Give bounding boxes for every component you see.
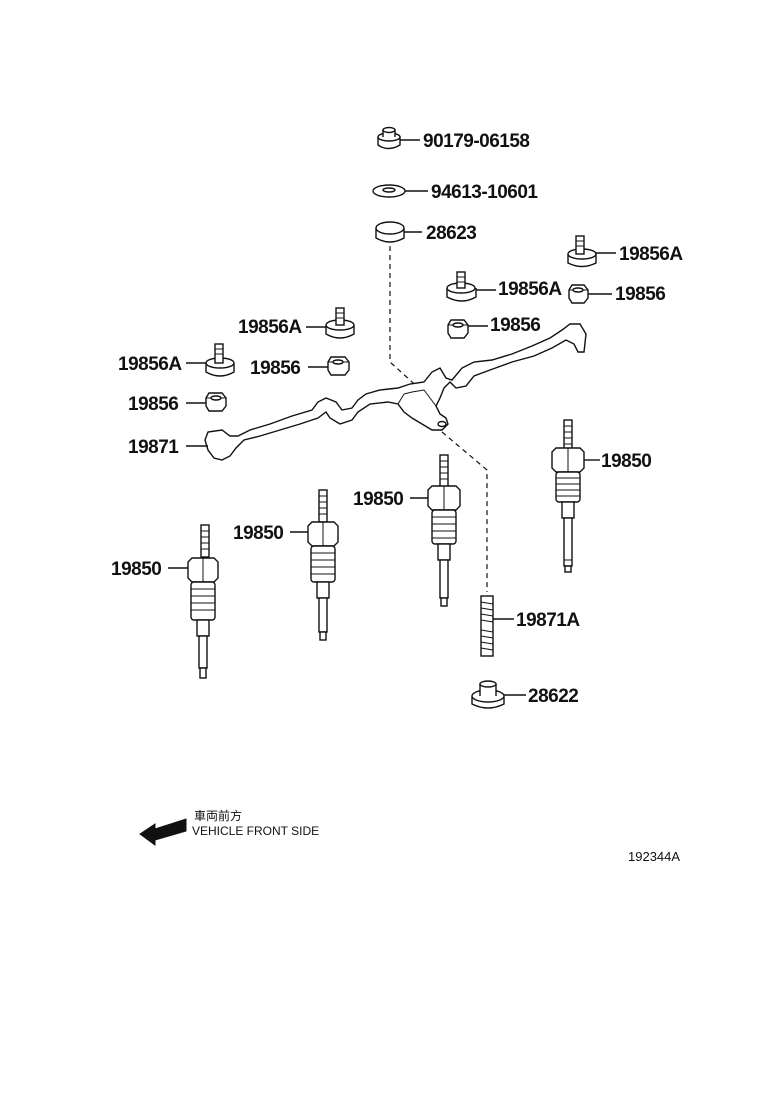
center-line-lower xyxy=(441,431,488,592)
glow-plug-19850-left xyxy=(168,524,219,679)
label-19856a-right-top: 19856A xyxy=(619,244,683,265)
nut-19856a-left-2 xyxy=(186,343,235,377)
nut-19856-right-1 xyxy=(568,284,612,304)
label-94613-10601: 94613-10601 xyxy=(431,182,538,203)
label-19871: 19871 xyxy=(128,437,179,458)
label-19856-right-1: 19856 xyxy=(615,284,665,305)
label-19850-right: 19850 xyxy=(601,451,651,472)
label-19856-left-2: 19856 xyxy=(128,394,178,415)
nut-19856-left-2 xyxy=(186,392,227,412)
label-19856-left-1: 19856 xyxy=(250,358,300,379)
label-28623: 28623 xyxy=(426,223,476,244)
label-19856a-right-mid: 19856A xyxy=(498,279,562,300)
label-19850-left: 19850 xyxy=(111,559,161,580)
stud-19871a xyxy=(480,595,514,657)
label-90179-06158: 90179-06158 xyxy=(423,131,530,152)
bus-bar-19871 xyxy=(186,323,587,461)
glow-plug-19850-right xyxy=(551,419,600,573)
label-19856a-left-2: 19856A xyxy=(118,354,182,375)
center-line-upper xyxy=(389,246,433,401)
diagram-reference-code: 192344A xyxy=(628,849,680,864)
glow-plug-19850-center xyxy=(410,454,461,607)
label-19871a: 19871A xyxy=(516,610,580,631)
label-19850-mid-left: 19850 xyxy=(233,523,283,544)
nut-19856a-right-top xyxy=(567,235,616,268)
nut-19856-left-1 xyxy=(308,356,350,376)
glow-plug-19850-mid-left xyxy=(290,489,339,641)
label-19856-right-2: 19856 xyxy=(490,315,540,336)
label-28622: 28622 xyxy=(528,686,578,707)
vehicle-front-label-en: VEHICLE FRONT SIDE xyxy=(192,824,319,838)
nut-19856-right-2 xyxy=(447,319,488,339)
nut-19856a-right-mid xyxy=(446,271,496,302)
washer-94613-10601 xyxy=(372,184,428,198)
insulator-28623 xyxy=(375,221,422,243)
nut-19856a-left-1 xyxy=(306,307,355,339)
vehicle-front-label-jp: 車両前方 xyxy=(194,808,242,823)
vehicle-front-arrow-icon xyxy=(139,818,187,846)
insulator-28622 xyxy=(471,680,526,709)
label-19856a-left-1: 19856A xyxy=(238,317,302,338)
nut-90179-06158 xyxy=(377,126,420,150)
label-19850-center: 19850 xyxy=(353,489,403,510)
